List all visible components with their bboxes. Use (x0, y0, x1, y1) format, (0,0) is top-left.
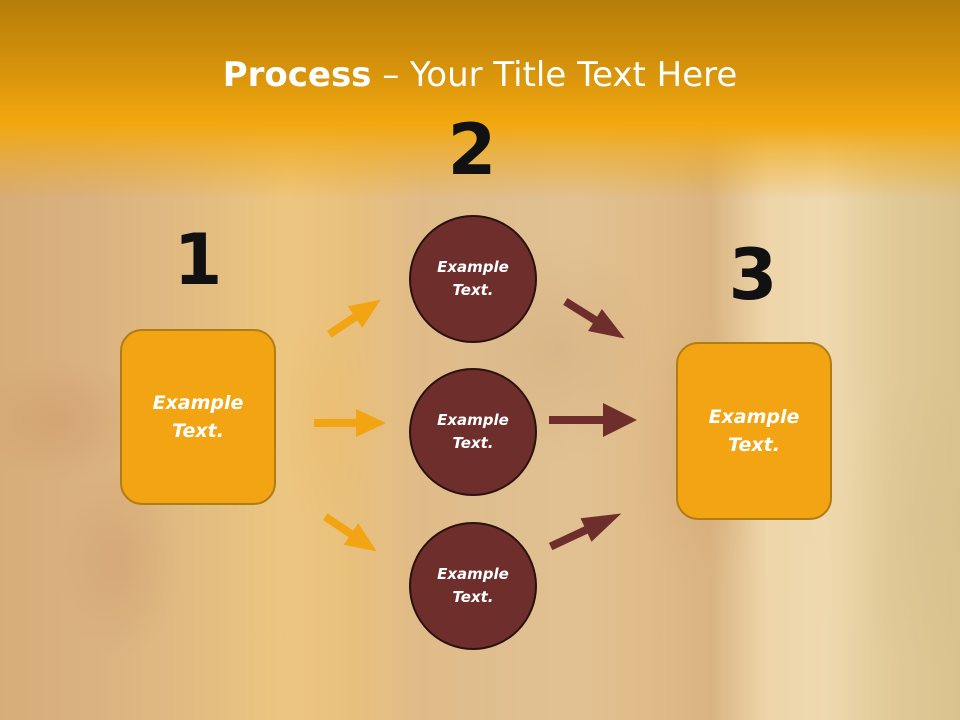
title-strong: Process (222, 55, 372, 95)
circle-step-top-text: Example Text. (437, 258, 509, 299)
step-number-2: 2 (447, 109, 497, 191)
title-rest: – Your Title Text Here (371, 55, 738, 95)
right-step-box-text: Example Text. (708, 406, 800, 456)
circle-step-middle-text: Example Text. (437, 411, 509, 452)
circle-step-bottom-text: Example Text. (437, 565, 509, 606)
header-band (0, 0, 960, 200)
arrow-down-right-orange (323, 513, 377, 552)
slide-title: Process – Your Title Text Here (0, 50, 960, 100)
arrow-up-right-orange (327, 299, 381, 338)
arrow-up-right-dark (548, 513, 622, 551)
circle-step-top[interactable]: Example Text. (409, 215, 537, 343)
left-step-box[interactable]: Example Text. (120, 329, 276, 505)
circle-step-bottom[interactable]: Example Text. (409, 522, 537, 650)
circle-step-middle[interactable]: Example Text. (409, 368, 537, 496)
arrow-right-dark (549, 403, 637, 437)
right-step-box[interactable]: Example Text. (676, 342, 832, 520)
arrow-down-right-dark (563, 298, 625, 339)
arrow-right-orange (314, 409, 386, 437)
step-number-1: 1 (173, 219, 223, 301)
left-step-box-text: Example Text. (152, 392, 244, 442)
step-number-3: 3 (728, 234, 778, 316)
